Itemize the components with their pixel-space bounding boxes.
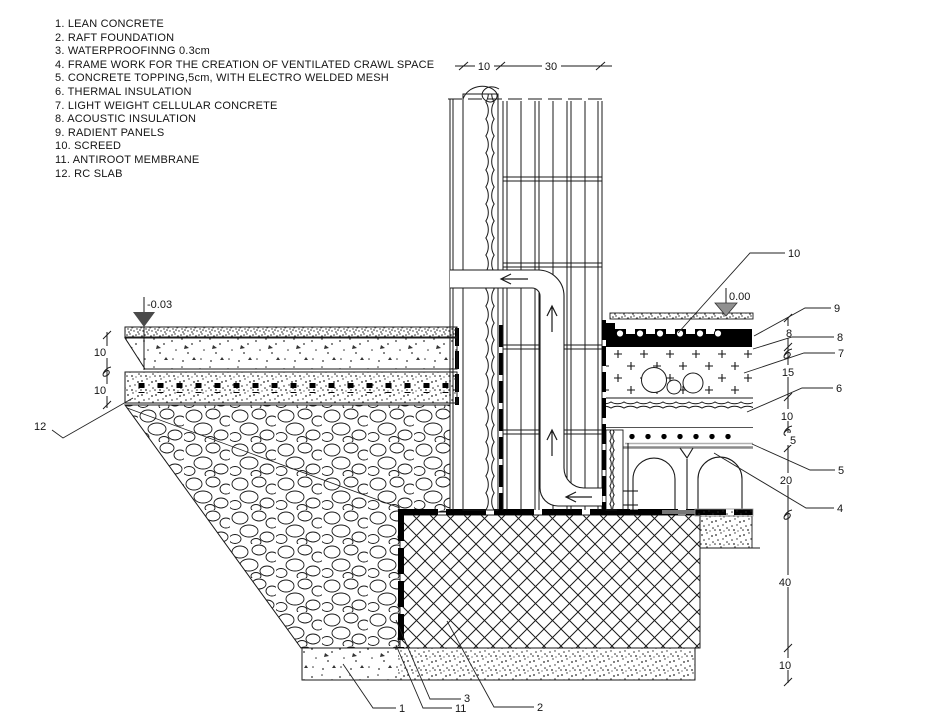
- legend-item-2: 2. RAFT FOUNDATION: [55, 31, 175, 44]
- concrete-topping-mesh: [628, 434, 740, 442]
- formwork-joint: [679, 447, 694, 460]
- legend: 1. LEAN CONCRETE 2. RAFT FOUNDATION 3. W…: [55, 18, 434, 181]
- legend-item-11: 11. ANTIROOT MEMBRANE: [55, 153, 200, 166]
- leader-6: [746, 387, 833, 413]
- airflow-arrow-in: [564, 491, 592, 503]
- floor-finish-strip: [609, 312, 754, 320]
- level-value-interior: 0.00: [729, 291, 750, 303]
- conduit-pipe: [641, 367, 667, 393]
- leader-5: [751, 443, 835, 471]
- interior-floor: [602, 312, 754, 517]
- callout-8-acoustic-insulation: 8: [837, 332, 843, 344]
- dim-screed-band: 8: [786, 328, 792, 340]
- dim-break-right-1: [783, 348, 793, 359]
- exterior-finish-strip: [124, 326, 458, 338]
- leader-7: [743, 352, 835, 374]
- screed-radiant-band: [606, 323, 752, 347]
- cellular-concrete-layer: [606, 349, 753, 399]
- lean-concrete: [301, 647, 696, 681]
- leader-12: [51, 397, 134, 439]
- perimeter-insulation-strip: [605, 429, 624, 511]
- exterior-concrete-layer: [124, 337, 458, 370]
- crawl-space-formwork: [623, 443, 743, 510]
- exterior-pavement: [124, 326, 458, 404]
- raft-foundation: [399, 514, 701, 649]
- legend-item-5: 5. CONCRETE TOPPING,5cm, WITH ELECTRO WE…: [55, 72, 389, 85]
- dimension-left: 10 10: [91, 330, 112, 410]
- callout-5-concrete-topping: 5: [838, 465, 844, 477]
- legend-item-1: 1. LEAN CONCRETE: [55, 18, 164, 30]
- callout-6-thermal-insulation: 6: [836, 383, 842, 395]
- legend-item-4: 4. FRAME WORK FOR THE CREATION OF VENTIL…: [55, 58, 435, 71]
- wall-exterior-insulation: [462, 93, 499, 511]
- dim-topping: 5: [790, 435, 796, 447]
- dim-wall-insulation: 10: [478, 61, 490, 73]
- wall-break-squiggle: [462, 85, 500, 103]
- ventilation-duct: [450, 269, 602, 507]
- dimension-top: 10 30: [455, 59, 612, 73]
- airflow-arrow-up-1: [546, 304, 558, 332]
- level-marker-interior: 0.00: [714, 288, 750, 317]
- leader-3: [395, 619, 461, 700]
- formwork-arch-2: [697, 456, 743, 510]
- leader-10: [677, 252, 785, 334]
- callout-12-rc-slab: 12: [34, 421, 46, 433]
- dim-raft: 40: [779, 577, 791, 589]
- callout-1-lean-concrete: 1: [399, 703, 405, 715]
- leader-1: [342, 663, 396, 709]
- dim-break-right-3: [783, 509, 793, 520]
- legend-item-10: 10. SCREED: [55, 140, 122, 153]
- callout-11-antiroot-membrane: 11: [455, 703, 466, 715]
- leader-9: [753, 307, 831, 337]
- legend-item-9: 9. RADIENT PANELS: [55, 126, 165, 139]
- callout-4-crawl-space-formwork: 4: [837, 503, 843, 515]
- callout-7-cellular-concrete: 7: [838, 348, 844, 360]
- leader-2: [446, 620, 534, 708]
- dim-ext-concrete: 10: [94, 347, 106, 359]
- dim-rc-slab: 10: [94, 385, 106, 397]
- level-triangle-exterior: [133, 312, 155, 327]
- airflow-arrow-out: [499, 273, 528, 285]
- callout-10-screed: 10: [788, 248, 800, 260]
- legend-item-3: 3. WATERPROOFINNG 0.3cm: [55, 45, 210, 58]
- right-ground-block: [699, 515, 760, 549]
- excavation-line: [126, 407, 401, 509]
- airflow-arrow-up-2: [546, 428, 558, 456]
- dimension-right: 8 15 10 5 20 40 10: [776, 313, 799, 687]
- level-marker-exterior: -0.03: [133, 297, 172, 370]
- legend-item-7: 7. LIGHT WEIGHT CELLULAR CONCRETE: [55, 99, 278, 112]
- thermal-insulation-layer: [606, 400, 753, 427]
- legend-item-12: 12. RC SLAB: [55, 167, 123, 180]
- wall-section: [448, 85, 606, 511]
- callout-leaders: [51, 252, 835, 709]
- dim-wall-brick: 30: [545, 61, 557, 73]
- legend-item-6: 6. THERMAL INSULATION: [55, 85, 192, 98]
- callout-9-radiant-panels: 9: [834, 303, 840, 315]
- callout-numbers: 10 9 8 7 6 5 4 12 1 11 3 2: [34, 248, 844, 715]
- dim-thermal-insulation: 10: [781, 411, 793, 423]
- dim-break-left: [102, 366, 112, 377]
- dim-lean-concrete: 10: [779, 660, 791, 672]
- leader-11: [395, 644, 452, 709]
- rc-slab-rebar-dots: [136, 383, 454, 393]
- legend-item-8: 8. ACOUSTIC INSULATION: [55, 113, 197, 126]
- formwork-arch-1: [632, 457, 676, 510]
- dim-cellular-concrete: 15: [782, 367, 794, 379]
- brick-wall-core: [502, 101, 603, 510]
- dim-crawl-space: 20: [780, 475, 792, 487]
- level-triangle-interior: [714, 302, 738, 317]
- callout-3-waterproofing: 3: [464, 693, 470, 705]
- level-value-exterior: -0.03: [147, 299, 172, 311]
- callout-2-raft-foundation: 2: [537, 702, 543, 714]
- leader-4: [713, 452, 834, 509]
- leader-8: [752, 336, 834, 350]
